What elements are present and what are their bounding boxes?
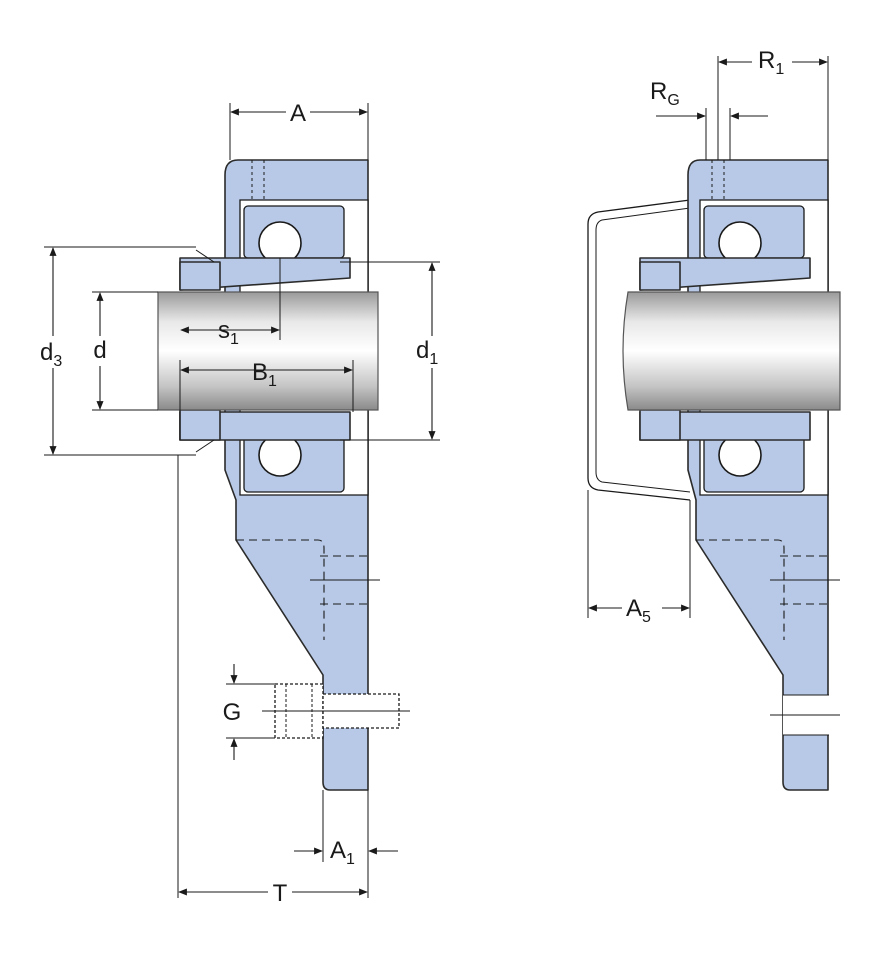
- dim-G-extensions: [226, 683, 275, 739]
- right-lock-nut-bottom: [639, 409, 681, 441]
- dim-T-extensions: [177, 455, 369, 898]
- right-slot-edges: [783, 694, 829, 736]
- label-d1: d1: [416, 337, 438, 368]
- label-d: d: [93, 337, 106, 364]
- left-view: [44, 103, 440, 898]
- left-bolt: [262, 683, 410, 739]
- right-view: [587, 56, 841, 791]
- label-A1: A1: [330, 837, 355, 868]
- dim-A-extensions: [229, 103, 369, 160]
- label-T: T: [273, 880, 288, 907]
- left-seal-lips: [195, 249, 215, 453]
- label-A: A: [290, 100, 306, 127]
- left-shaft: [157, 291, 379, 411]
- dim-d1-extensions: [340, 261, 440, 441]
- label-R1: R1: [758, 47, 784, 78]
- label-B1: B1: [252, 359, 277, 390]
- right-end-cap-inner: [595, 207, 691, 493]
- left-lock-nut-top: [179, 261, 221, 291]
- dim-RG-extensions: [705, 108, 731, 160]
- dim-R1-extensions: [717, 56, 829, 160]
- left-flange-hidden-line: [236, 539, 325, 640]
- right-flange-hidden-line: [696, 539, 785, 640]
- dim-d3-extensions: [44, 246, 196, 456]
- right-shaft: [622, 291, 841, 411]
- left-hole-hidden-lines: [320, 555, 368, 605]
- right-grease-fitting: [711, 160, 725, 200]
- label-s1: s1: [218, 317, 239, 348]
- left-lock-nut-bottom: [179, 409, 221, 441]
- right-hole-hidden-lines: [780, 555, 828, 605]
- dim-A5-extensions: [587, 490, 691, 618]
- dim-B1-extensions: [179, 360, 354, 440]
- label-A5: A5: [626, 595, 651, 626]
- label-G: G: [223, 699, 242, 726]
- left-grease-fitting: [251, 160, 265, 200]
- label-RG: RG: [650, 78, 680, 109]
- dimension-labels: A R1 RG d3 d s1 B1 d1 A5 G A1 T: [36, 46, 792, 907]
- dim-d-extensions: [92, 291, 158, 411]
- label-d3: d3: [40, 339, 62, 370]
- right-lock-nut-top: [639, 261, 681, 291]
